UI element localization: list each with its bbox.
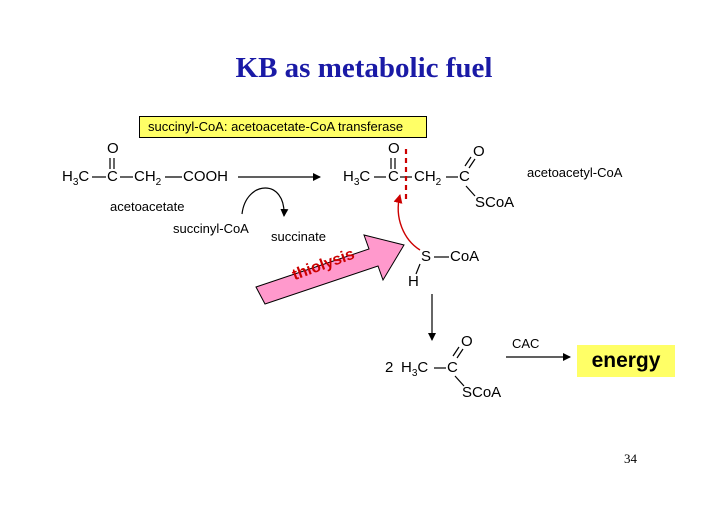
cac-label: CAC: [512, 336, 540, 351]
succinyl-coa-curved-arrow: [241, 187, 289, 217]
acetyl-coa-scoa: SCoA: [462, 384, 502, 401]
slide-title: KB as metabolic fuel: [235, 52, 493, 84]
acetoacetate-bonds: [92, 158, 182, 178]
acetoacetate-methylene: CH2: [134, 168, 162, 188]
acetoacetyl-coa-methyl: H3C: [343, 168, 371, 188]
acetoacetyl-coa-methylene: CH2: [414, 168, 442, 188]
coa-sh-coa: CoA: [450, 248, 480, 265]
acetoacetate-oxygen: O: [107, 140, 119, 157]
acetoacetate-carbonyl-carbon: C: [107, 168, 118, 185]
energy-label: energy: [577, 345, 675, 377]
acetoacetate-methyl: H3C: [62, 168, 90, 188]
acetoacetate-carboxyl: COOH: [183, 168, 228, 185]
acetoacetyl-coa-ketone-carbon: C: [388, 168, 399, 185]
acetyl-coa-methyl: H3C: [401, 359, 429, 379]
acetyl-coa-carbonyl-carbon: C: [447, 359, 458, 376]
page-number: 34: [624, 451, 637, 466]
thiolysis-arrow: [255, 234, 405, 305]
coa-sh-bonds: [415, 256, 449, 275]
thiolysis-attack-arrow: [393, 194, 421, 251]
acetyl-coa-bonds: [434, 346, 465, 387]
coa-sh-hydrogen: H: [408, 273, 419, 290]
acetoacetyl-coa-bonds: [374, 156, 476, 197]
acetoacetate-label: acetoacetate: [110, 199, 185, 214]
succinate-label: succinate: [271, 229, 326, 244]
acetoacetyl-coa-thioester-oxygen: O: [473, 143, 485, 160]
acetyl-coa-oxygen: O: [461, 333, 473, 350]
acetoacetyl-coa-thioester-carbon: C: [459, 168, 470, 185]
succinyl-coa-label: succinyl-CoA: [173, 221, 249, 236]
enzyme-label: succinyl-CoA: acetoacetate-CoA transfera…: [139, 116, 427, 138]
acetoacetyl-coa-scoa: SCoA: [475, 194, 515, 211]
coa-sh-sulfur: S: [421, 248, 432, 265]
acetoacetyl-coa-label: acetoacetyl-CoA: [527, 165, 623, 180]
acetyl-coa-coefficient: 2: [385, 359, 394, 376]
acetoacetyl-coa-ketone-oxygen: O: [388, 140, 400, 157]
